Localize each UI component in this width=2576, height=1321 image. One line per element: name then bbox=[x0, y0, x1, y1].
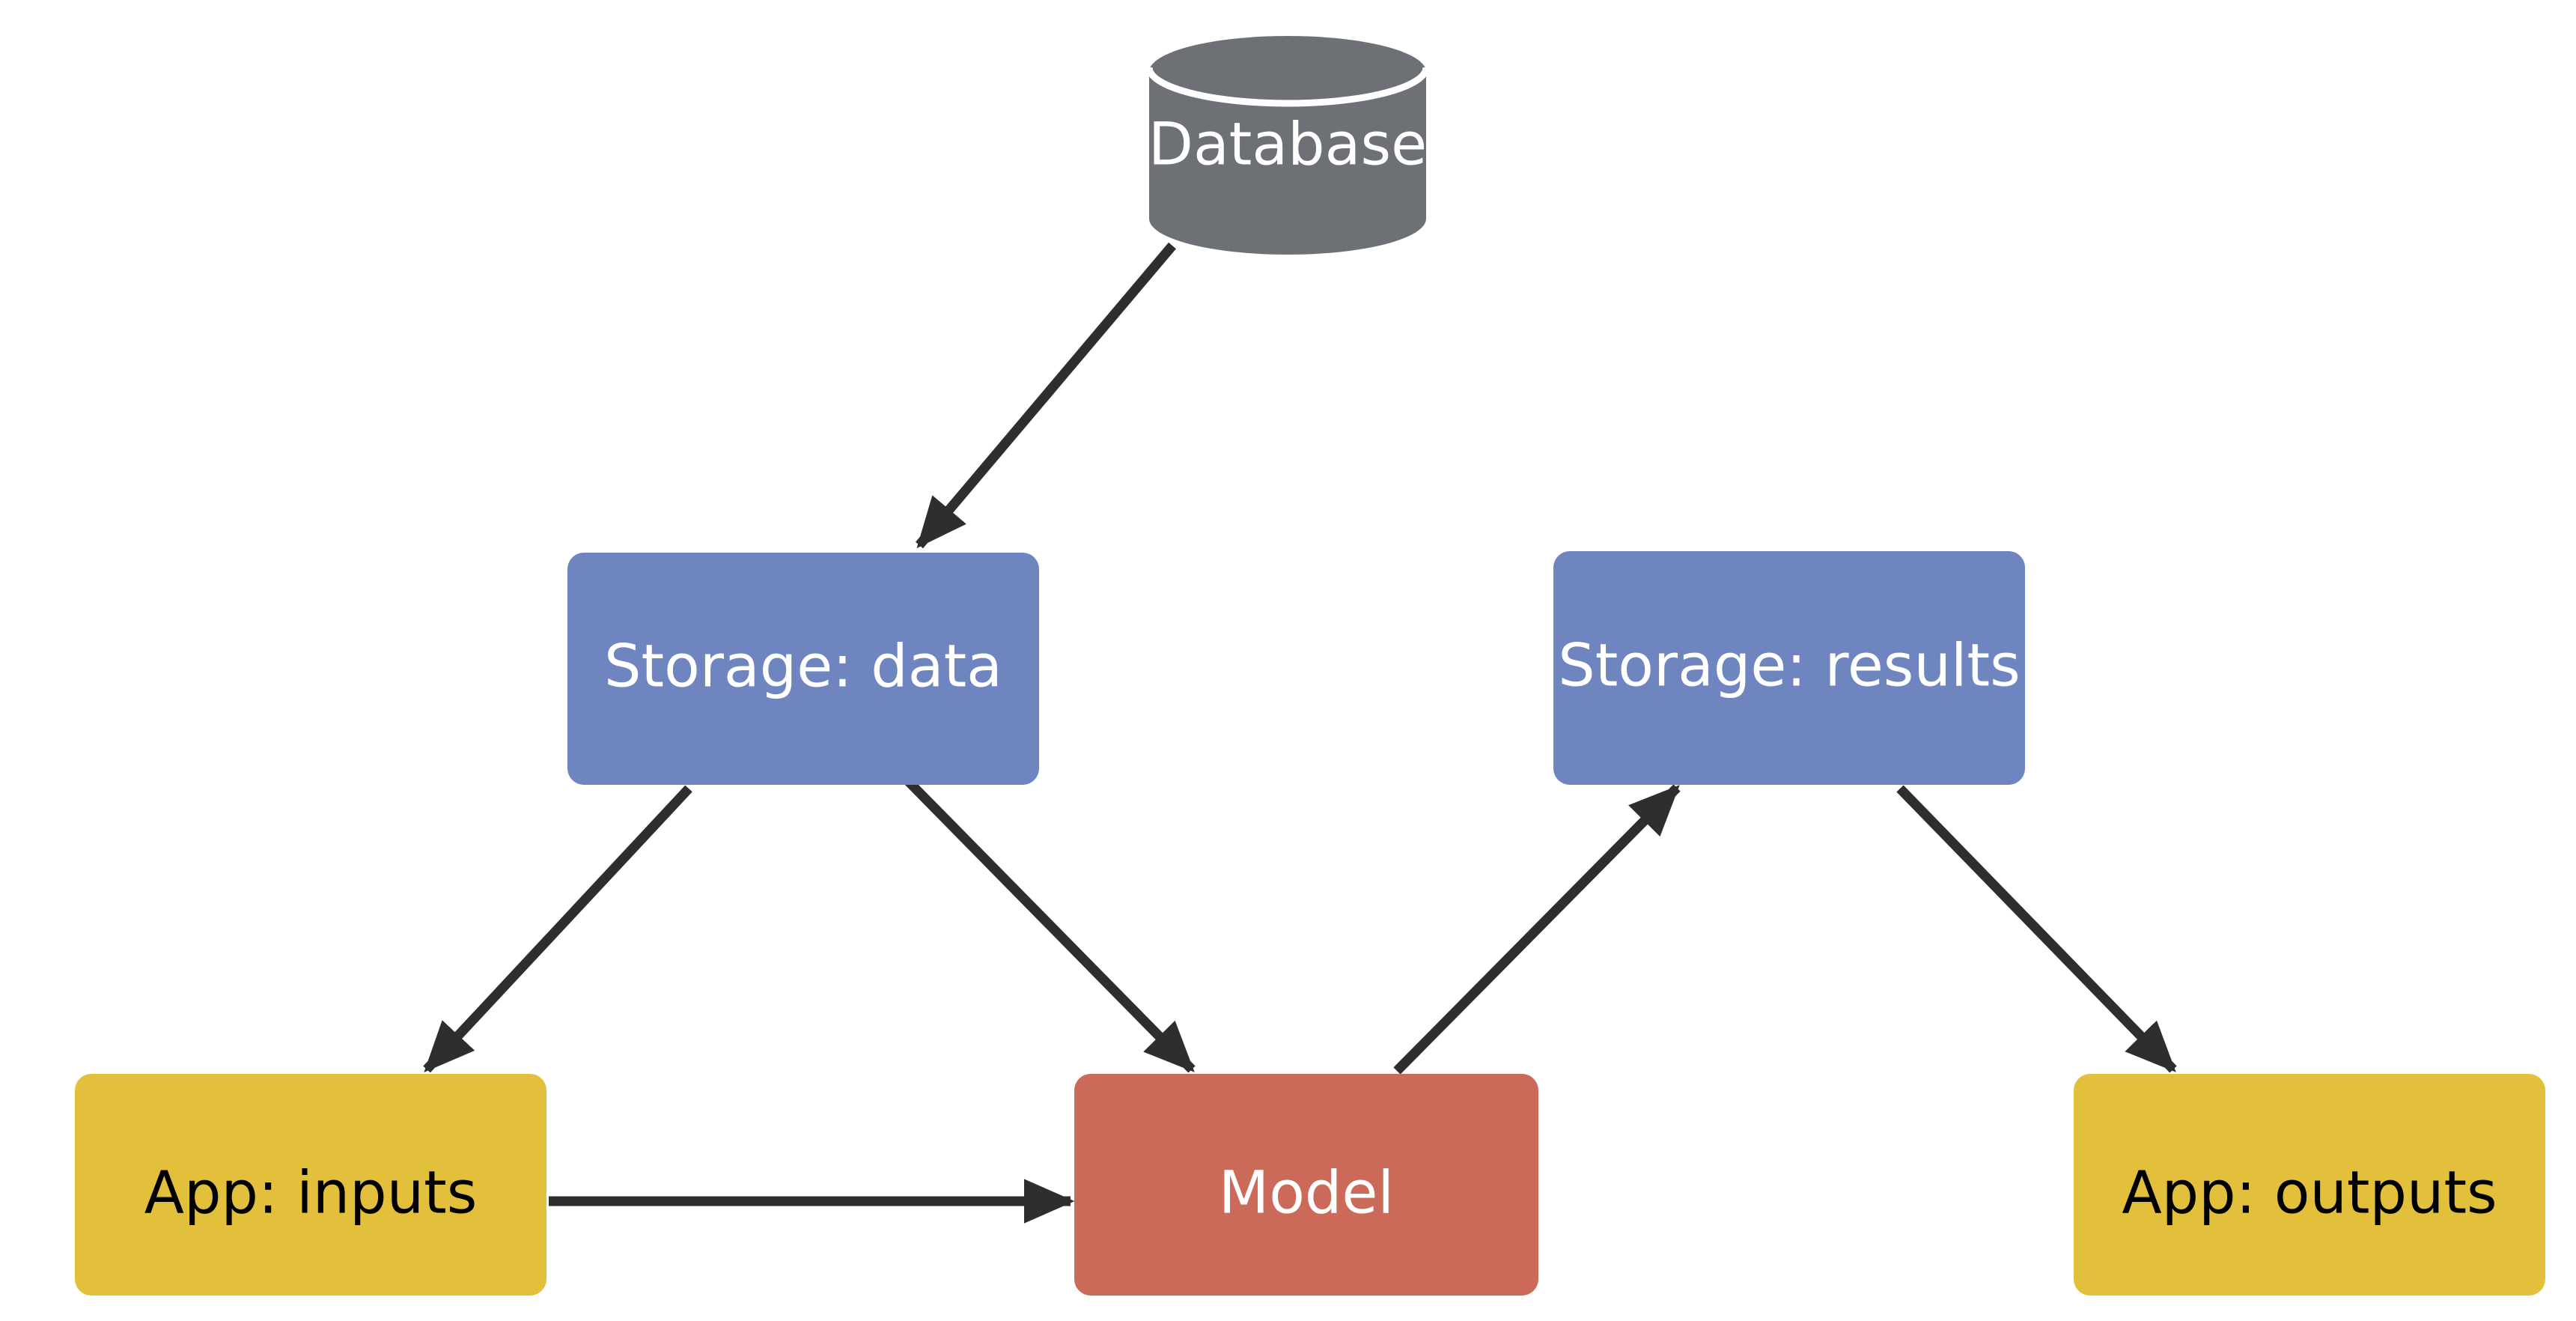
node-shape bbox=[75, 1074, 546, 1296]
node-label-model: Model bbox=[1219, 1159, 1394, 1227]
node-label-storage-data: Storage: data bbox=[604, 633, 1002, 700]
node-database[interactable]: Database bbox=[1145, 36, 1430, 255]
edge-line bbox=[1896, 785, 2177, 1073]
node-shape bbox=[567, 553, 1039, 785]
node-app-outputs[interactable]: App: outputs bbox=[2074, 1074, 2545, 1296]
node-shape bbox=[1553, 551, 2025, 785]
cylinder-rim-highlight bbox=[1145, 67, 1430, 107]
node-shape bbox=[2074, 1074, 2545, 1296]
cylinder-top bbox=[1149, 36, 1426, 108]
edge-storage-data-to-app-inputs bbox=[423, 785, 692, 1073]
edge-line bbox=[916, 242, 1176, 549]
edge-database-to-storage-data bbox=[916, 242, 1176, 549]
edge-line bbox=[904, 777, 1196, 1073]
node-storage-data[interactable]: Storage: data bbox=[567, 553, 1039, 785]
nodes-layer: Database Storage: data Storage: results … bbox=[75, 36, 2545, 1296]
node-label-app-outputs: App: outputs bbox=[2122, 1159, 2497, 1227]
edge-model-to-storage-results bbox=[1393, 784, 1681, 1075]
edge-line bbox=[1393, 784, 1681, 1075]
node-label-app-inputs: App: inputs bbox=[144, 1159, 478, 1227]
edge-storage-data-to-model bbox=[904, 777, 1196, 1073]
edges-layer bbox=[423, 242, 2177, 1224]
node-shape bbox=[1074, 1074, 1538, 1296]
node-app-inputs[interactable]: App: inputs bbox=[75, 1074, 546, 1296]
edge-line bbox=[423, 785, 692, 1073]
node-label-storage-results: Storage: results bbox=[1558, 632, 2021, 699]
cylinder-body bbox=[1149, 72, 1426, 255]
node-label-database: Database bbox=[1148, 111, 1427, 178]
node-storage-results[interactable]: Storage: results bbox=[1553, 551, 2025, 785]
node-model[interactable]: Model bbox=[1074, 1074, 1538, 1296]
edge-storage-results-to-app-outputs bbox=[1896, 785, 2177, 1073]
